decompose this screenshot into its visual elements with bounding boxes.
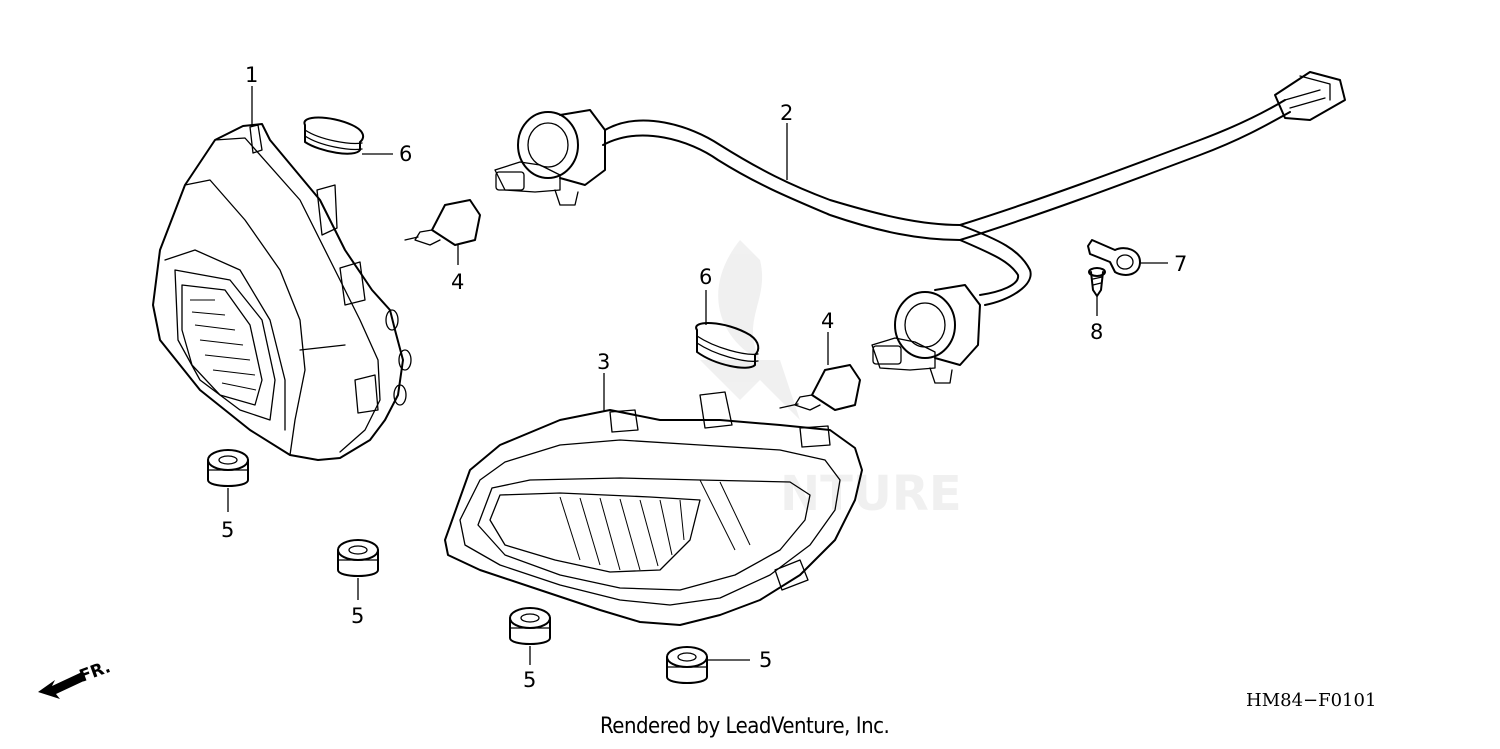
label-part-4-upper: 4: [451, 270, 464, 294]
svg-text:NTURE: NTURE: [780, 466, 962, 522]
label-part-6-upper: 6: [399, 142, 412, 166]
bulb-upper: [404, 199, 481, 246]
grommet-c: [509, 607, 551, 645]
part-numbers: 1 2 3 4 4 5 5 5 5 6 6 7 8: [221, 63, 1187, 692]
label-part-5-b: 5: [351, 604, 364, 628]
wire-harness: [494, 71, 1346, 384]
front-direction-arrow: FR.: [38, 657, 113, 699]
label-part-8: 8: [1090, 320, 1103, 344]
label-part-7: 7: [1174, 252, 1187, 276]
diagram-code: HM84−F0101: [1246, 690, 1377, 711]
grommet-d: [666, 646, 708, 684]
label-part-4-lower: 4: [821, 309, 834, 333]
rubber-pad-lower: [695, 322, 760, 369]
label-part-5-c: 5: [523, 668, 536, 692]
label-part-1: 1: [245, 63, 258, 87]
front-direction-label: FR.: [77, 657, 113, 687]
wire-clamp: [1087, 239, 1141, 276]
label-part-6-lower: 6: [699, 265, 712, 289]
headlight-right: [444, 391, 863, 626]
bulb-lower: [779, 364, 861, 411]
label-part-3: 3: [597, 350, 610, 374]
leader-lines: [227, 86, 1168, 665]
rubber-pad-upper: [303, 116, 365, 155]
label-part-5-d: 5: [759, 648, 772, 672]
screw: [1088, 267, 1106, 297]
grommet-b: [337, 539, 379, 577]
render-credit: Rendered by LeadVenture, Inc.: [600, 714, 890, 739]
label-part-5-a: 5: [221, 518, 234, 542]
grommet-a: [207, 449, 249, 487]
label-part-2: 2: [780, 101, 793, 125]
watermark-logo: NTURE: [700, 240, 962, 522]
headlight-left: [152, 123, 412, 461]
